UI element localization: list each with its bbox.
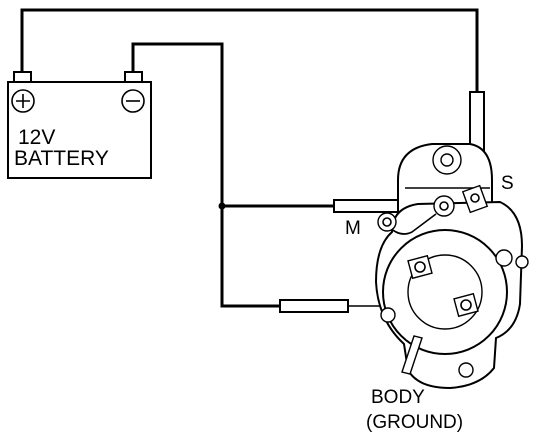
housing-bolt-right-lower bbox=[515, 255, 529, 269]
battery-voltage-label: 12V bbox=[18, 126, 55, 149]
housing-bolt-right bbox=[495, 249, 513, 267]
plus-icon bbox=[11, 89, 35, 113]
battery-name-label: BATTERY bbox=[14, 147, 109, 170]
housing-bolt-bottom bbox=[458, 362, 474, 378]
m-terminal bbox=[377, 195, 455, 235]
s-terminal bbox=[461, 184, 489, 214]
m-terminal-label: M bbox=[345, 218, 361, 239]
ground-label: (GROUND) bbox=[366, 412, 463, 433]
wire-junction-to-ground bbox=[220, 206, 280, 308]
housing-bolt-left bbox=[380, 307, 396, 323]
m-terminal-nut bbox=[433, 195, 455, 217]
starter-motor bbox=[374, 143, 529, 390]
wire-junction-dot bbox=[218, 202, 226, 210]
s-terminal-label: S bbox=[501, 173, 514, 194]
battery: 12V BATTERY bbox=[7, 71, 152, 179]
battery-post-positive bbox=[13, 71, 32, 83]
starter-housing bbox=[374, 200, 529, 390]
battery-case bbox=[7, 81, 152, 179]
mounting-ear-top bbox=[407, 254, 433, 280]
mounting-ear-bottom bbox=[453, 292, 479, 318]
wire-negative-to-junction bbox=[131, 42, 224, 206]
ground-tab bbox=[401, 335, 423, 375]
body-label: BODY bbox=[371, 387, 425, 408]
wire-positive-to-s-terminal bbox=[20, 8, 479, 92]
minus-icon bbox=[121, 89, 145, 113]
wires bbox=[20, 8, 479, 308]
battery-post-negative bbox=[124, 71, 143, 83]
ground-lead-connector bbox=[279, 299, 349, 313]
m-lead-connector bbox=[333, 199, 399, 213]
m-terminal-stud bbox=[377, 212, 397, 232]
